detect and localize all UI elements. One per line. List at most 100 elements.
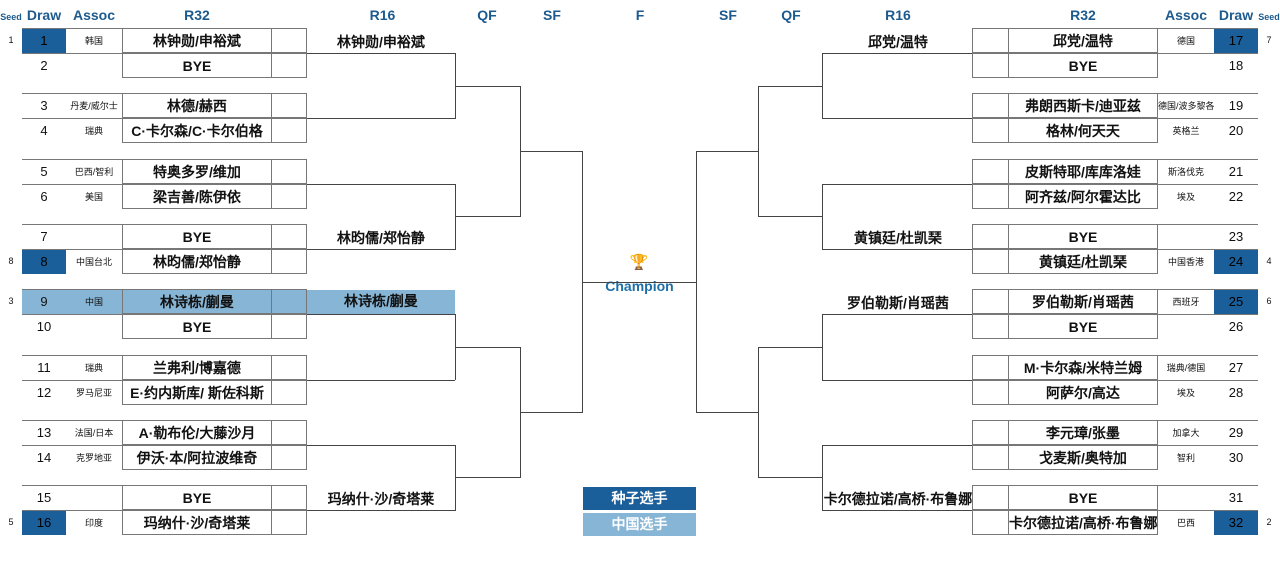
bracket-line <box>822 314 823 381</box>
player-pair[interactable]: 伊沃·本/阿拉波维奇 <box>122 444 272 470</box>
bracket-line <box>822 444 972 446</box>
association: 美国 <box>66 183 122 209</box>
player-pair[interactable]: 阿齐兹/阿尔霍达比 <box>1008 183 1158 209</box>
seed-number <box>1260 159 1278 184</box>
player-pair[interactable]: 邱党/温特 <box>1008 28 1158 53</box>
header-assoc-right: Assoc <box>1164 7 1208 23</box>
seed-number <box>2 355 20 380</box>
entry-slot <box>271 53 307 78</box>
player-pair[interactable]: BYE <box>1008 314 1158 340</box>
association: 西班牙 <box>1158 289 1214 314</box>
draw-number: 2 <box>22 53 66 78</box>
entry-slot <box>972 314 1009 340</box>
player-pair[interactable]: 特奥多罗/维加 <box>122 158 272 184</box>
player-pair[interactable]: 罗伯勒斯/肖瑶茜 <box>1008 289 1158 315</box>
player-pair[interactable]: 林德/赫西 <box>122 93 272 119</box>
header-qf-right: QF <box>781 7 801 23</box>
player-pair[interactable]: 戈麦斯/奥特加 <box>1008 444 1158 470</box>
player-pair[interactable]: 格林/何天天 <box>1008 118 1158 144</box>
draw-number: 15 <box>22 485 66 510</box>
association: 韩国 <box>66 28 122 53</box>
header-r16-right: R16 <box>885 7 911 23</box>
player-pair[interactable]: 黄镇廷/杜凯琹 <box>1008 248 1158 274</box>
entry-slot <box>271 28 307 53</box>
entry-slot <box>972 289 1009 315</box>
draw-number: 24 <box>1214 248 1258 274</box>
player-pair[interactable]: M·卡尔森/米特兰姆 <box>1008 354 1158 380</box>
bracket-line <box>822 248 972 250</box>
r16-winner[interactable]: 黄镇廷/杜凯琹 <box>854 229 942 246</box>
r16-winner[interactable]: 林诗栋/蒯曼 <box>307 290 455 315</box>
bracket-line <box>758 86 822 87</box>
player-pair[interactable]: 玛纳什·沙/奇塔莱 <box>122 510 272 536</box>
seed-number <box>1260 224 1278 249</box>
draw-number: 25 <box>1214 289 1258 315</box>
player-pair[interactable]: 梁吉善/陈伊依 <box>122 183 272 209</box>
bracket-line <box>822 118 972 120</box>
seed-number <box>2 224 20 249</box>
draw-number: 28 <box>1214 379 1258 405</box>
player-pair[interactable]: BYE <box>122 485 272 511</box>
r16-winner[interactable]: 林昀儒/郑怡静 <box>337 229 425 246</box>
draw-number: 23 <box>1214 223 1258 249</box>
bracket-line <box>455 216 520 217</box>
bracket-line <box>520 151 582 152</box>
seed-number <box>1260 93 1278 118</box>
seed-number <box>2 445 20 470</box>
association <box>1158 53 1214 78</box>
draw-number: 18 <box>1214 53 1258 78</box>
seed-number: 4 <box>1266 255 1272 266</box>
player-pair[interactable]: BYE <box>122 53 272 78</box>
player-pair[interactable]: A·勒布伦/大藤沙月 <box>122 419 272 445</box>
bracket-line <box>822 183 823 250</box>
draw-number: 8 <box>22 248 66 274</box>
header-draw-right: Draw <box>1218 7 1254 23</box>
draw-number: 26 <box>1214 314 1258 339</box>
association: 加拿大 <box>1158 419 1214 445</box>
r16-winner[interactable]: 邱党/温特 <box>868 34 928 50</box>
player-pair[interactable]: 林诗栋/蒯曼 <box>122 289 272 315</box>
bracket-line <box>455 86 520 87</box>
entry-slot <box>972 28 1009 53</box>
player-pair[interactable]: BYE <box>1008 53 1158 78</box>
seed-number <box>2 420 20 445</box>
player-pair[interactable]: 阿萨尔/高达 <box>1008 379 1158 405</box>
r16-winner[interactable]: 罗伯勒斯/肖瑶茜 <box>847 295 949 312</box>
bracket-line <box>307 444 455 446</box>
r16-winner[interactable]: 林钟勋/申裕斌 <box>337 34 425 50</box>
player-pair[interactable]: 李元璋/张墨 <box>1008 419 1158 445</box>
bracket-line <box>758 477 822 478</box>
association: 中国台北 <box>66 248 122 274</box>
r16-winner[interactable]: 玛纳什·沙/奇塔莱 <box>327 491 435 508</box>
player-pair[interactable]: 卡尔德拉诺/高桥·布鲁娜 <box>1008 510 1158 536</box>
player-pair[interactable]: 皮斯特耶/库库洛娃 <box>1008 158 1158 184</box>
association: 印度 <box>66 510 122 535</box>
player-pair[interactable]: BYE <box>122 223 272 249</box>
player-pair[interactable]: 林钟勋/申裕斌 <box>122 28 272 53</box>
header-seed-left: Seed <box>0 12 22 22</box>
draw-number: 31 <box>1214 485 1258 510</box>
bracket-line <box>758 347 822 348</box>
player-pair[interactable]: BYE <box>1008 223 1158 249</box>
seed-number: 7 <box>1266 35 1272 45</box>
association: 罗马尼亚 <box>66 379 122 405</box>
player-pair[interactable]: 兰弗利/博嘉德 <box>122 354 272 380</box>
player-pair[interactable]: BYE <box>122 314 272 340</box>
player-pair[interactable]: C·卡尔森/C·卡尔伯格 <box>122 118 272 144</box>
seed-number <box>2 314 20 339</box>
bracket-line <box>822 53 823 120</box>
draw-number: 7 <box>22 223 66 249</box>
draw-number: 5 <box>22 158 66 184</box>
association <box>1158 223 1214 249</box>
draw-number: 20 <box>1214 118 1258 143</box>
r16-winner[interactable]: 卡尔德拉诺/高桥·布鲁娜 <box>823 491 973 508</box>
player-pair[interactable]: 林昀儒/郑怡静 <box>122 248 272 274</box>
player-pair[interactable]: 弗朗西斯卡/迪亚兹 <box>1008 93 1158 119</box>
player-pair[interactable]: E·约内斯库/ 斯佐科斯 <box>122 379 272 405</box>
entry-slot <box>972 510 1009 536</box>
player-pair[interactable]: BYE <box>1008 485 1158 511</box>
association: 英格兰 <box>1158 118 1214 143</box>
entry-slot <box>271 510 307 536</box>
entry-slot <box>271 118 307 144</box>
entry-slot <box>271 93 307 119</box>
